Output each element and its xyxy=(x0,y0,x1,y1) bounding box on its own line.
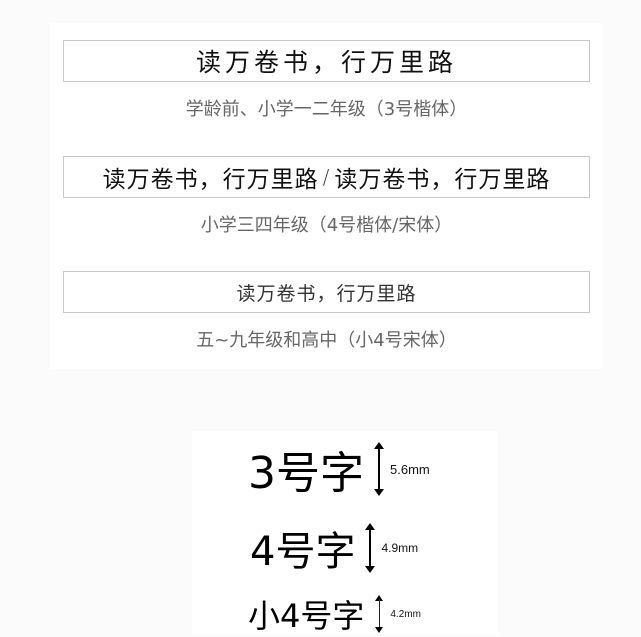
sample-text-kaiti: 读万卷书，行万里路 xyxy=(102,167,319,193)
sample-caption: 学龄前、小学一二年级（3号楷体） xyxy=(185,99,468,120)
sample-text: 读万卷书，行万里路 xyxy=(236,282,417,305)
size-row-4: 4号字 4.9mm xyxy=(250,519,418,577)
size-row-small-4: 小4号字 4.2mm xyxy=(248,591,421,637)
sample-box-size-3-kaiti: 读万卷书，行万里路 xyxy=(63,40,590,82)
sample-caption: 小学三四年级（4号楷体/宋体） xyxy=(200,215,453,236)
separator: / xyxy=(322,165,331,189)
double-arrow-icon xyxy=(374,595,384,633)
font-sample-panel: 读万卷书，行万里路 学龄前、小学一二年级（3号楷体） 读万卷书，行万里路 / 读… xyxy=(50,23,603,369)
font-size-reference-panel: 3号字 5.6mm 4号字 4.9mm 小4号字 4.2mm xyxy=(192,431,498,637)
size-label: 3号字 xyxy=(248,448,364,499)
size-height: 5.6mm xyxy=(390,461,430,477)
sample-caption: 五~九年级和高中（小4号宋体） xyxy=(196,330,457,351)
size-row-3: 3号字 5.6mm xyxy=(248,437,430,501)
size-height: 4.9mm xyxy=(381,541,419,555)
double-arrow-icon xyxy=(365,523,376,573)
sample-text: 读万卷书，行万里路 xyxy=(195,48,457,77)
size-label: 小4号字 xyxy=(248,597,365,635)
double-arrow-icon xyxy=(374,442,384,496)
size-label: 4号字 xyxy=(250,529,356,575)
size-height: 4.2mm xyxy=(390,608,421,620)
sample-box-small-4-songti: 读万卷书，行万里路 xyxy=(63,271,590,313)
sample-box-size-4-kaiti-songti: 读万卷书，行万里路 / 读万卷书，行万里路 xyxy=(63,156,590,198)
sample-text-songti: 读万卷书，行万里路 xyxy=(334,167,551,193)
